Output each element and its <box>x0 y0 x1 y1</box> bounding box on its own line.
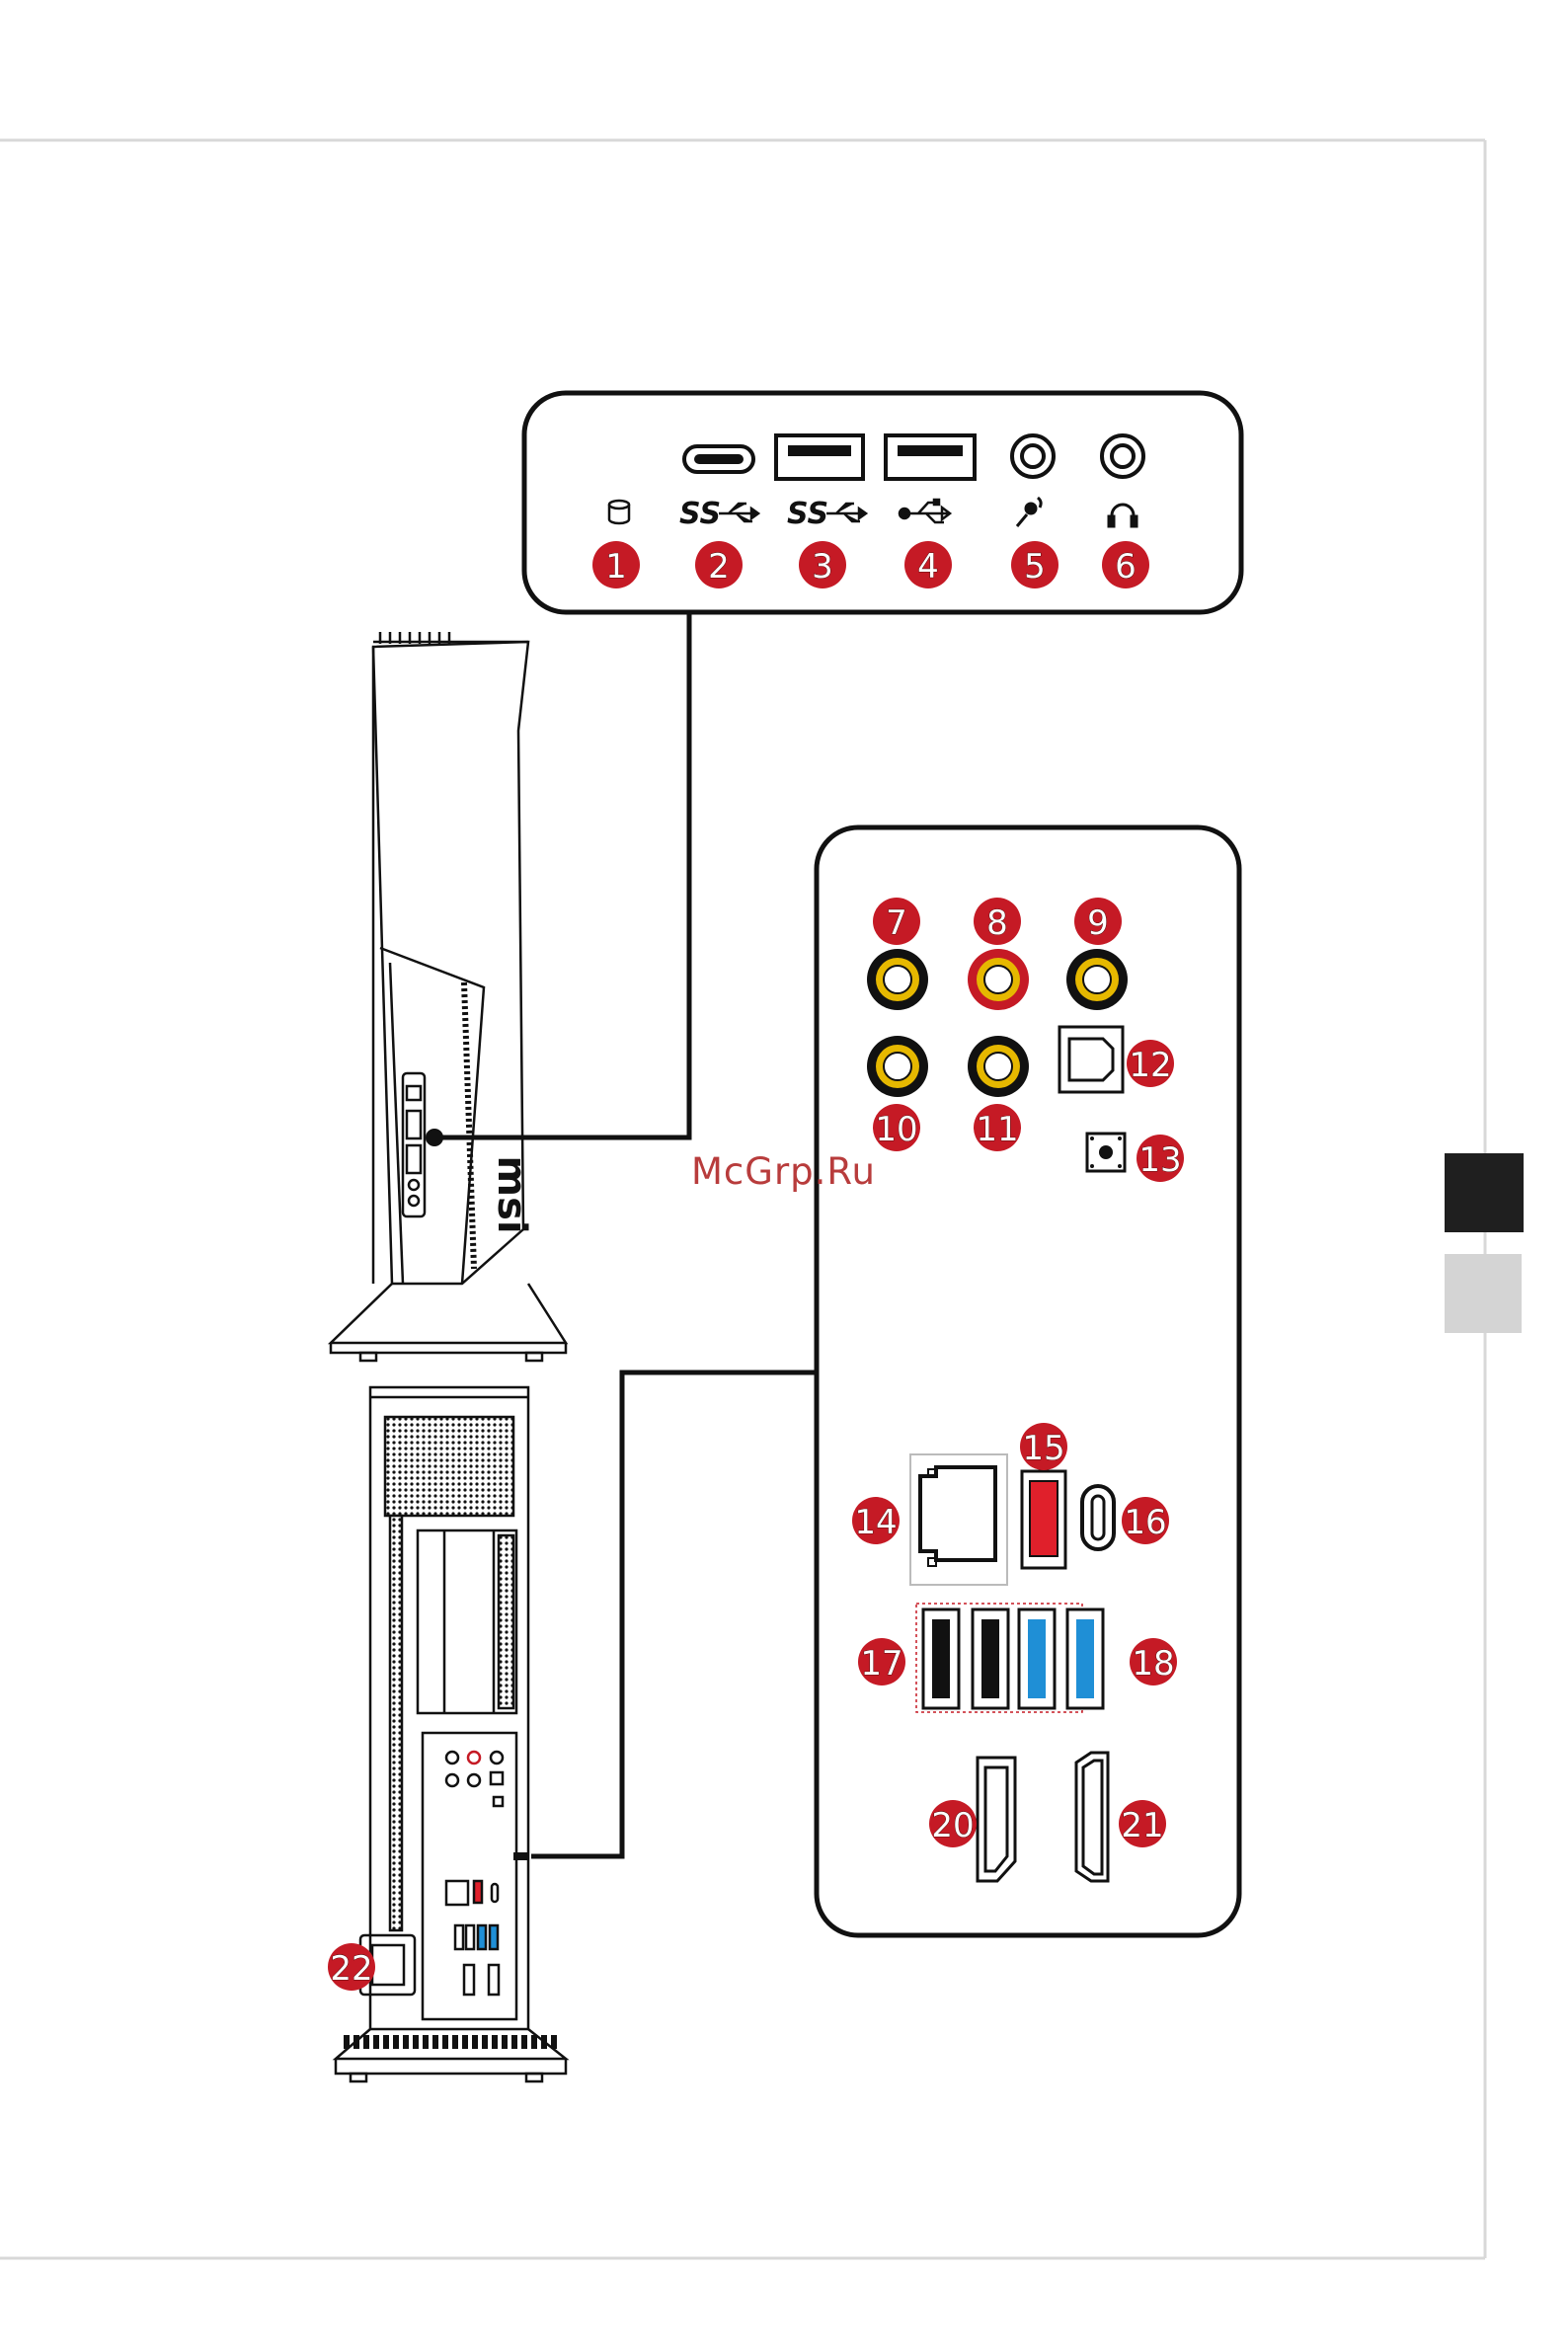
svg-text:1: 1 <box>605 547 627 587</box>
rear-leader-line <box>531 1372 817 1856</box>
audio-jack-red <box>968 949 1029 1010</box>
callout-5: 5 <box>1011 541 1058 588</box>
svg-text:20: 20 <box>931 1806 974 1845</box>
usb-type-c-port <box>1082 1486 1114 1549</box>
callout-14: 14 <box>852 1497 900 1544</box>
svg-text:22: 22 <box>330 1949 372 1989</box>
svg-text:14: 14 <box>854 1503 897 1542</box>
callout-16: 16 <box>1122 1497 1169 1544</box>
watermark: McGrp.Ru <box>691 1150 876 1193</box>
page-tab-dark <box>1445 1153 1524 1232</box>
page-tab-light <box>1445 1254 1522 1333</box>
callout-9: 9 <box>1074 898 1122 945</box>
callout-13: 13 <box>1137 1135 1184 1182</box>
callout-12: 12 <box>1127 1040 1174 1087</box>
callout-15: 15 <box>1020 1423 1067 1470</box>
svg-text:9: 9 <box>1087 903 1109 943</box>
svg-text:21: 21 <box>1121 1806 1163 1845</box>
callout-10: 10 <box>873 1104 920 1151</box>
svg-text:3: 3 <box>812 547 833 587</box>
audio-jack <box>867 1036 928 1097</box>
audio-jack <box>1066 949 1128 1010</box>
callout-18: 18 <box>1130 1638 1177 1686</box>
svg-text:16: 16 <box>1124 1503 1166 1542</box>
usb-port-red <box>1022 1471 1065 1568</box>
svg-text:4: 4 <box>917 547 939 587</box>
audio-jack <box>867 949 928 1010</box>
svg-text:2: 2 <box>708 547 730 587</box>
callout-6: 6 <box>1102 541 1149 588</box>
svg-text:13: 13 <box>1138 1140 1181 1180</box>
svg-text:10: 10 <box>875 1110 917 1149</box>
svg-text:5: 5 <box>1024 547 1046 587</box>
callout-22: 22 <box>328 1943 375 1991</box>
callout-7: 7 <box>873 898 920 945</box>
callout-4: 4 <box>904 541 952 588</box>
svg-text:8: 8 <box>986 903 1008 943</box>
callout-21: 21 <box>1119 1800 1166 1847</box>
case-logo: msi <box>489 1155 534 1233</box>
svg-text:SS: SS <box>679 497 721 531</box>
callout-3: 3 <box>799 541 846 588</box>
svg-text:7: 7 <box>886 903 907 943</box>
svg-text:18: 18 <box>1132 1644 1174 1684</box>
callout-17: 17 <box>858 1638 905 1686</box>
callout-8: 8 <box>974 898 1021 945</box>
callout-1: 1 <box>592 541 640 588</box>
clear-cmos-button <box>1087 1134 1125 1171</box>
svg-text:15: 15 <box>1022 1429 1064 1468</box>
rear-panel: 7 8 9 10 11 12 13 14 15 16 17 18 20 21 <box>817 827 1239 1935</box>
audio-jack <box>968 1036 1029 1097</box>
pc-front-view: msi <box>331 632 566 1361</box>
callout-20: 20 <box>929 1800 977 1847</box>
svg-text:6: 6 <box>1115 547 1137 587</box>
svg-text:SS: SS <box>787 497 828 531</box>
optical-spdif-port <box>1059 1027 1123 1092</box>
callout-11: 11 <box>974 1104 1021 1151</box>
svg-text:11: 11 <box>976 1110 1018 1149</box>
front-leader-line <box>434 612 689 1137</box>
front-panel: SS SS 1 2 3 4 5 6 <box>524 393 1241 612</box>
callout-2: 2 <box>695 541 743 588</box>
svg-text:17: 17 <box>860 1644 902 1684</box>
svg-text:12: 12 <box>1129 1046 1171 1085</box>
